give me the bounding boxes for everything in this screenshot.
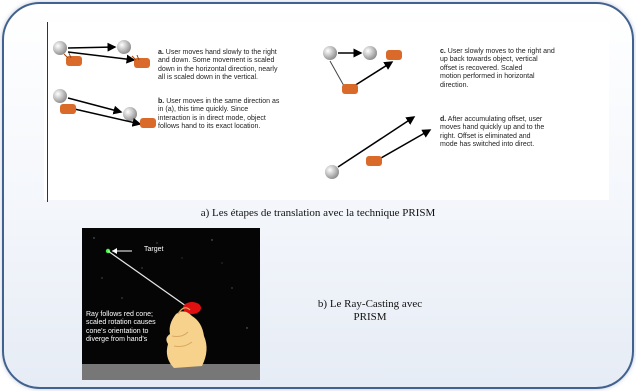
caption-a: a) Les étapes de translation avec la tec… [200, 207, 436, 219]
object-sphere [363, 46, 377, 60]
object-sphere [53, 89, 67, 103]
step-a-illustration [53, 40, 150, 68]
ray-line [107, 250, 187, 307]
target-label: Target [144, 246, 164, 253]
hand-icon [386, 50, 402, 60]
panel-divider [47, 22, 48, 202]
object-sphere [323, 46, 337, 60]
step-d-illustration [325, 116, 432, 179]
object-sphere [117, 40, 131, 54]
hand-icon [342, 84, 358, 94]
hand-icon [131, 54, 150, 68]
steps-illustration [53, 40, 432, 179]
red-cone [183, 302, 201, 314]
step-c-illustration [323, 46, 402, 94]
ray-casting-photo: Target Ray follows red cone;scaled rotat… [82, 228, 260, 380]
hand-icon [366, 156, 382, 166]
object-sphere [53, 41, 67, 55]
hand-icon [63, 52, 82, 66]
ray-description: Ray follows red cone;scaled rotation cau… [86, 311, 156, 344]
hand-icon [166, 307, 207, 368]
hand-icon [140, 118, 156, 128]
object-sphere [325, 165, 339, 179]
hand-icon [60, 104, 76, 114]
ray-casting-scene [82, 237, 260, 380]
object-sphere [123, 107, 137, 121]
step-b-illustration [53, 89, 156, 128]
